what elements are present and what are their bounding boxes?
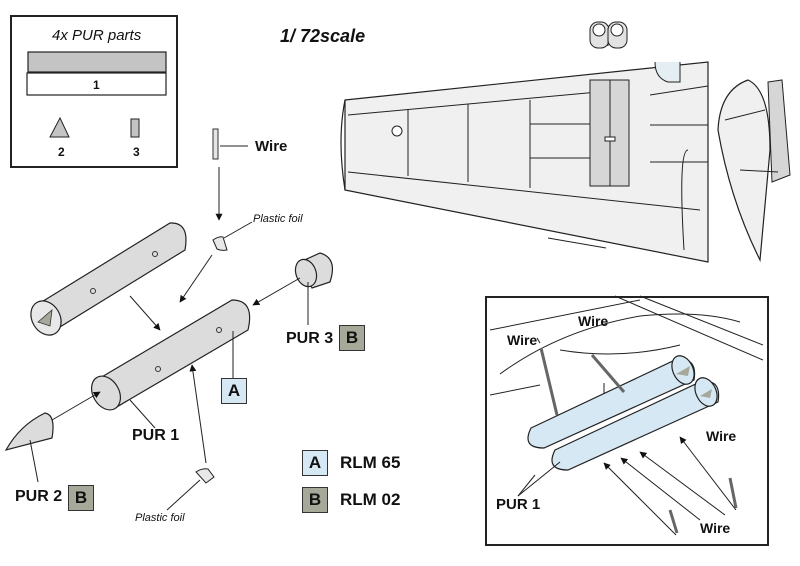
pur2-nose <box>4 391 101 483</box>
plastic-foil-bottom-label: Plastic foil <box>135 512 185 524</box>
wire-top-group <box>212 128 248 221</box>
plastic-foil-top-group <box>179 221 253 303</box>
detail-wire-left-label: Wire <box>507 332 538 348</box>
badge-b-pur2: B <box>68 485 94 511</box>
badge-a: A <box>221 378 247 404</box>
top-view-icon <box>589 21 628 49</box>
detail-pur1-label: PUR 1 <box>496 496 541 513</box>
legend-name-a: RLM 65 <box>340 453 401 472</box>
parts-box-title: 4x PUR parts <box>52 27 142 44</box>
detail-drawing <box>489 295 764 536</box>
pur3-cap <box>252 252 333 325</box>
legend-swatch-b: B <box>302 487 328 513</box>
pur2-label: PUR 2 <box>15 488 63 505</box>
plastic-foil-bottom-group <box>166 364 215 511</box>
part3-label: 3 <box>133 145 140 159</box>
wire-top-label: Wire <box>255 138 288 155</box>
detail-wire-bottom-label: Wire <box>700 520 731 536</box>
part3-rect-icon <box>130 118 140 138</box>
upper-cylinder <box>30 222 187 336</box>
detail-wire-top-label: Wire <box>578 313 609 329</box>
pur3-label: PUR 3 <box>286 330 334 347</box>
pur1-label: PUR 1 <box>132 427 180 444</box>
wing-underside <box>340 61 709 263</box>
detail-box <box>485 296 769 546</box>
part2-label: 2 <box>58 145 65 159</box>
legend-swatch-a: A <box>302 450 328 476</box>
scale-title: 1/ 72scale <box>280 26 366 46</box>
legend-name-b: RLM 02 <box>340 490 401 509</box>
part2-triangle-icon <box>49 116 70 138</box>
part1-label: 1 <box>93 78 100 92</box>
wire-icon <box>212 128 219 160</box>
part1-top-shape <box>27 51 167 73</box>
parts-box-drawings <box>26 51 167 138</box>
badge-b-pur3: B <box>339 325 365 351</box>
wing-end-view <box>717 79 791 263</box>
plastic-foil-top-label: Plastic foil <box>253 213 303 225</box>
detail-wire-right-label: Wire <box>706 428 737 444</box>
main-cylinder <box>90 299 251 429</box>
parts-box: 4x PUR parts 1 2 3 <box>10 15 178 168</box>
part1-shape <box>26 72 167 96</box>
